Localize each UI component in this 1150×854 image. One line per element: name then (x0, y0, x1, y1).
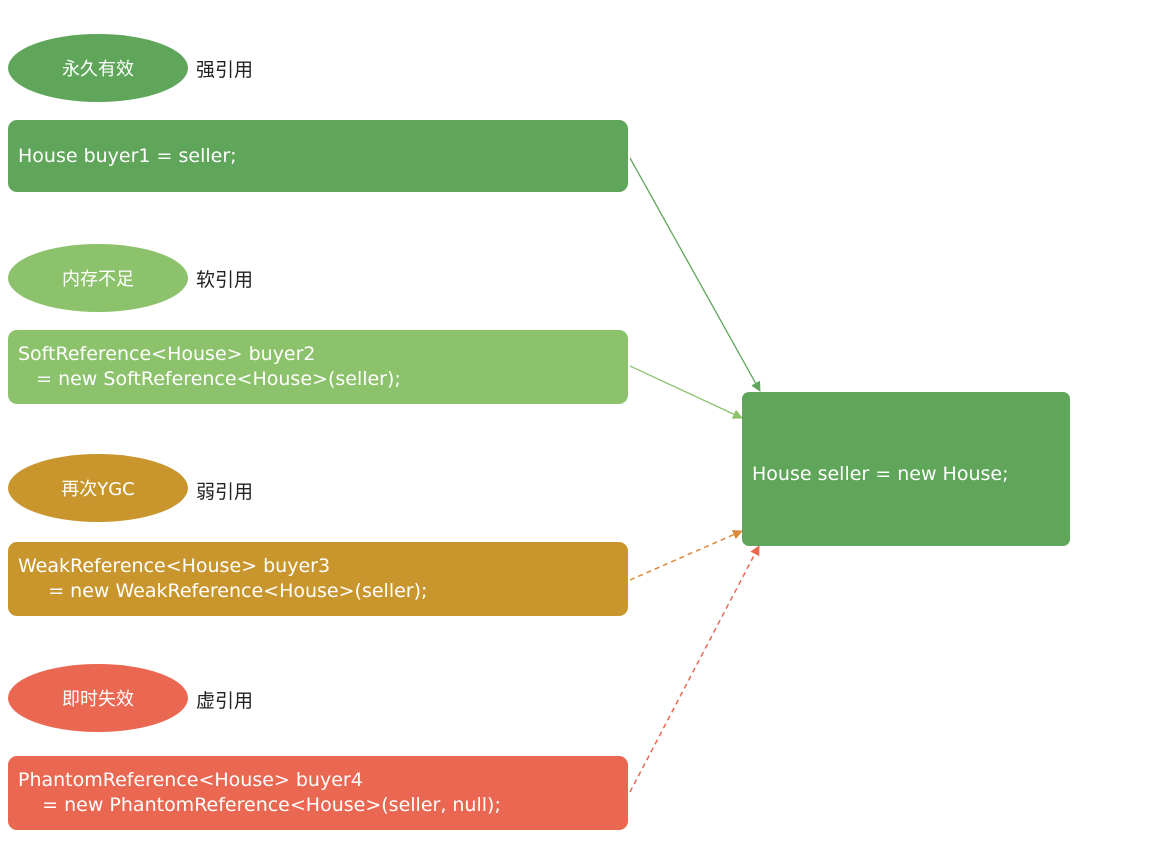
seller-object-box: House seller = new House; ... seller = n… (742, 392, 1070, 635)
code-box-weak: WeakReference<House> buyer3 = new WeakRe… (8, 542, 628, 616)
ref-type-soft: 软引用 (196, 269, 254, 291)
arrow-weak (629, 530, 743, 581)
code-line: House buyer1 = seller; (18, 144, 237, 167)
badge-strong: 永久有效 (8, 34, 188, 102)
arrow-strong (629, 157, 761, 392)
badge-strong-label: 永久有效 (62, 59, 134, 80)
code-line: = new SoftReference<House>(seller); (18, 368, 401, 390)
code-line: ... (752, 538, 783, 560)
badge-phantom: 即时失效 (8, 664, 188, 732)
code-line: House seller = new House; (752, 463, 1009, 485)
code-box-soft: SoftReference<House> buyer2 = new SoftRe… (8, 330, 628, 404)
ref-type-weak: 弱引用 (196, 481, 254, 503)
code-line: = new WeakReference<House>(seller); (18, 580, 428, 602)
badge-soft: 内存不足 (8, 244, 188, 312)
ref-type-phantom: 虚引用 (196, 690, 254, 712)
code-line: WeakReference<House> buyer3 (18, 555, 331, 577)
badge-weak-label: 再次YGC (61, 479, 135, 500)
code-line: SoftReference<House> buyer2 (18, 343, 316, 365)
arrow-soft (629, 365, 743, 419)
badge-phantom-label: 即时失效 (62, 689, 134, 710)
badge-weak: 再次YGC (8, 454, 188, 522)
badge-soft-label: 内存不足 (62, 269, 134, 290)
arrow-phantom (629, 545, 760, 793)
code-line: seller = null; (752, 613, 873, 635)
code-line: PhantomReference<House> buyer4 (18, 769, 363, 791)
ref-type-strong: 强引用 (196, 59, 254, 81)
code-box-strong: House buyer1 = seller; (8, 120, 628, 192)
code-box-phantom: PhantomReference<House> buyer4 = new Pha… (8, 756, 628, 830)
code-line: = new PhantomReference<House>(seller, nu… (18, 794, 501, 816)
